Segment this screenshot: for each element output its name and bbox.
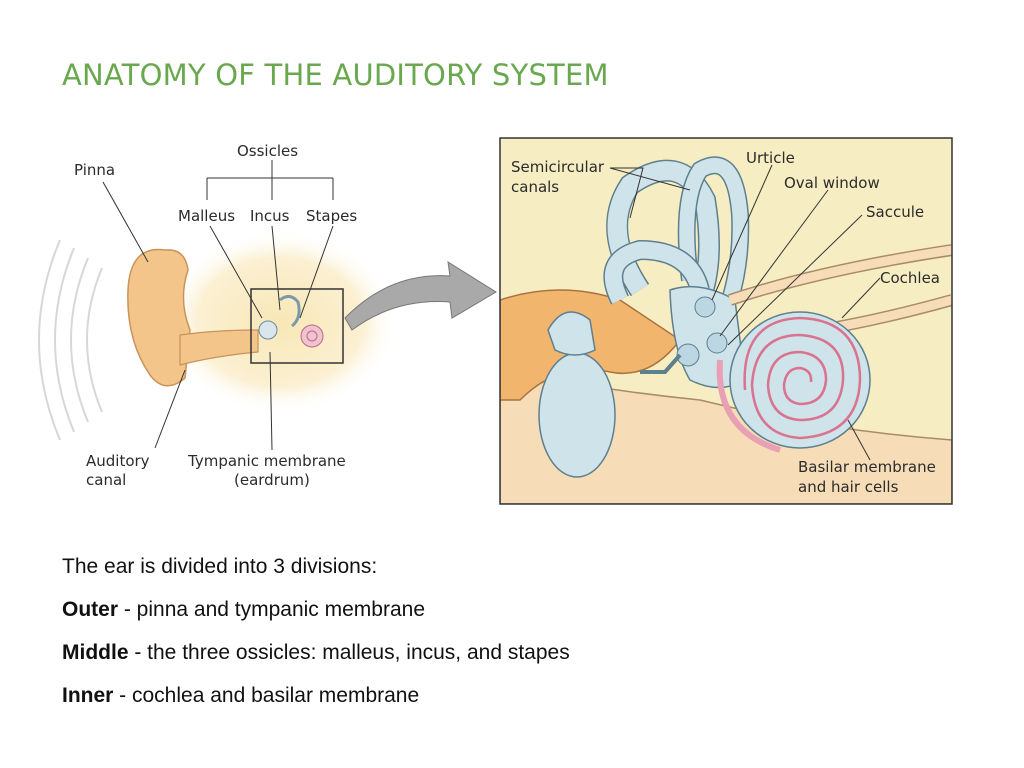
inner-ear-inset [499,137,953,505]
label-basilar-line1: Basilar membrane [798,458,936,476]
label-incus: Incus [250,207,290,225]
label-auditory-canal-line1: Auditory [86,452,150,470]
label-tympanic-line2: (eardrum) [234,471,310,489]
outer-description: - pinna and tympanic membrane [118,598,426,621]
cochlea-spiral [743,316,862,440]
label-utricle: Urticle [746,149,795,167]
outer-division: Outer - pinna and tympanic membrane [62,598,570,622]
label-stapes: Stapes [306,207,357,225]
label-ossicles: Ossicles [237,142,298,160]
zoom-box [250,288,344,364]
sound-waves [38,239,103,441]
zoom-arrow [344,261,497,331]
label-cochlea: Cochlea [880,269,940,287]
page-title: ANATOMY OF THE AUDITORY SYSTEM [62,58,609,92]
head-region [162,230,398,414]
label-saccule: Saccule [866,203,924,221]
inner-description: - cochlea and basilar membrane [113,684,420,707]
label-pinna: Pinna [74,161,115,179]
label-malleus: Malleus [178,207,235,225]
label-semicircular-line1: Semicircular [511,158,605,176]
middle-division: Middle - the three ossicles: malleus, in… [62,641,570,665]
outer-term: Outer [62,598,119,621]
label-oval-window: Oval window [784,174,880,192]
label-basilar-line2: and hair cells [798,478,899,496]
inner-division: Inner - cochlea and basilar membrane [62,684,570,708]
right-leader-lines [609,164,881,461]
small-ear-structures [258,295,324,348]
label-semicircular-line2: canals [511,178,559,196]
pinna-shape [127,248,191,387]
ear-divisions-text: The ear is divided into 3 divisions: Out… [62,555,570,727]
middle-term: Middle [62,641,129,664]
label-tympanic-line1: Tympanic membrane [187,452,346,470]
left-leader-lines [102,160,334,451]
inner-term: Inner [62,684,114,707]
middle-description: - the three ossicles: malleus, incus, an… [128,641,570,664]
label-auditory-canal-line2: canal [86,471,126,489]
auditory-canal-shape [179,329,259,366]
intro-line: The ear is divided into 3 divisions: [62,555,378,578]
